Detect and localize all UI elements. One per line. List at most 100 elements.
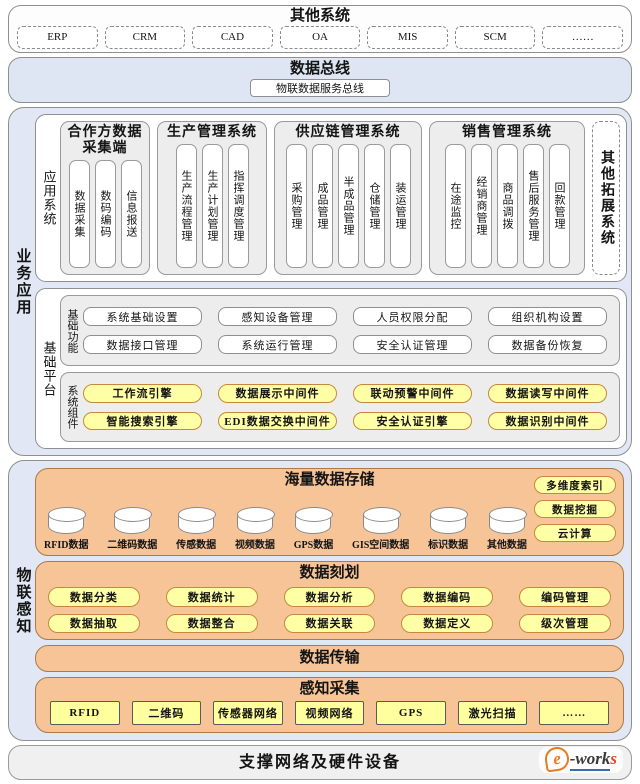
iot-data-service-bus: 物联数据服务总线 xyxy=(250,78,390,97)
system-components-panel: 系统组件 工作流引擎 数据展示中间件 联动预警中间件 数据读写中间件 智能搜索引… xyxy=(60,371,620,443)
database-label: RFID数据 xyxy=(44,540,89,552)
group-sales-management: 销售管理系统 在途监控 经销商管理 商品调拨 售后服务管理 回款管理 xyxy=(429,121,585,276)
database-cylinder-icon xyxy=(295,507,334,535)
function-button: 人员权限分配 xyxy=(353,307,472,327)
data-transmission-title: 数据传输 xyxy=(299,649,360,666)
characterize-pill: 编码管理 xyxy=(519,587,611,607)
database-row: RFID数据 二维码数据 传感数据 视频数据 GPS数据 xyxy=(42,490,529,551)
database-cylinder-icon xyxy=(236,507,275,535)
function-button: 组织机构设置 xyxy=(488,307,607,327)
component-pill: 数据展示中间件 xyxy=(218,383,337,403)
mass-data-storage-title: 海量数据存储 xyxy=(284,472,375,489)
database-other: 其他数据 xyxy=(487,490,527,551)
tag-cloud-computing: 云计算 xyxy=(534,524,616,543)
database-cylinder-icon xyxy=(488,507,527,535)
database-gis: GIS空间数据 xyxy=(352,490,409,551)
system-item-mis: MIS xyxy=(367,26,448,49)
base-platform-panel: 基础平台 基础功能 系统基础设置 感知设备管理 人员权限分配 组织机构设置 数据… xyxy=(35,288,627,450)
database-cylinder-icon xyxy=(178,507,217,535)
function-button: 系统运行管理 xyxy=(218,335,337,354)
data-bus-title: 数据总线 xyxy=(289,60,350,77)
database-qrcode: 二维码数据 xyxy=(107,490,157,551)
vertical-item: 成品管理 xyxy=(311,143,333,269)
vertical-item: 生产计划管理 xyxy=(201,143,223,269)
characterize-pill: 数据关联 xyxy=(283,613,376,634)
group-partner-data-collection: 合作方数据采集端 数据采集 数码编码 信息报送 xyxy=(60,121,150,276)
iot-content: 海量数据存储 RFID数据 二维码数据 传感数据 视频数据 xyxy=(35,468,624,734)
system-item-crm: CRM xyxy=(104,26,186,49)
vertical-item: 装运管理 xyxy=(389,143,411,269)
function-button: 数据备份恢复 xyxy=(488,335,607,354)
system-components-label: 系统组件 xyxy=(66,385,78,430)
collection-item-rfid: RFID xyxy=(50,700,120,726)
iot-perception-panel: 物联感知 海量数据存储 RFID数据 二维码数据 传感数据 视 xyxy=(8,460,632,742)
data-characterization-title: 数据刻划 xyxy=(299,565,360,582)
perception-collection-title: 感知采集 xyxy=(299,680,360,697)
other-systems-title: 其他系统 xyxy=(289,8,350,24)
component-pill: 智能搜索引擎 xyxy=(83,411,202,431)
database-label: 视频数据 xyxy=(234,540,275,552)
group-title: 供应链管理系统 xyxy=(295,125,401,141)
database-label: 标识数据 xyxy=(428,540,469,552)
business-application-label: 业务应用 xyxy=(14,247,31,316)
component-pill: 数据读写中间件 xyxy=(488,383,607,403)
data-transmission-bar: 数据传输 xyxy=(35,645,624,672)
characterize-pill: 级次管理 xyxy=(519,613,611,634)
group-supply-chain-management: 供应链管理系统 采购管理 成品管理 半成品管理 仓储管理 装运管理 xyxy=(274,121,422,276)
characterize-pill: 数据整合 xyxy=(165,613,258,634)
function-button: 系统基础设置 xyxy=(83,307,202,327)
vertical-item: 指挥调度管理 xyxy=(227,143,249,269)
application-systems-panel: 应用系统 合作方数据采集端 数据采集 数码编码 信息报送 生产管理系统 生产流程… xyxy=(35,114,627,283)
database-rfid: RFID数据 xyxy=(44,490,88,551)
vertical-item: 数据采集 xyxy=(68,159,90,269)
other-expansion-systems: 其他拓展系统 xyxy=(592,121,620,276)
system-item-erp: ERP xyxy=(17,26,98,49)
other-systems-panel: 其他系统 ERP CRM CAD OA MIS SCM …… xyxy=(8,5,632,53)
database-label: 传感数据 xyxy=(176,540,217,552)
perception-collection-row: RFID 二维码 传感器网络 视频网络 GPS 激光扫描 …… xyxy=(46,699,613,726)
group-items: 采购管理 成品管理 半成品管理 仓储管理 装运管理 xyxy=(279,143,417,269)
database-label: GIS空间数据 xyxy=(352,540,410,552)
database-identifier: 标识数据 xyxy=(428,490,469,552)
storage-side-tags: 多维度索引 数据挖掘 云计算 xyxy=(534,476,616,543)
vertical-item: 半成品管理 xyxy=(337,143,359,269)
database-gps: GPS数据 xyxy=(293,490,334,552)
collection-item-laser-scan: 激光扫描 xyxy=(457,700,528,726)
system-item-more: …… xyxy=(542,26,624,49)
vertical-item: 回款管理 xyxy=(548,143,570,269)
application-systems-groups: 合作方数据采集端 数据采集 数码编码 信息报送 生产管理系统 生产流程管理 生产… xyxy=(60,121,620,276)
business-content: 应用系统 合作方数据采集端 数据采集 数码编码 信息报送 生产管理系统 生产流程… xyxy=(35,114,627,450)
system-components-grid: 工作流引擎 数据展示中间件 联动预警中间件 数据读写中间件 智能搜索引擎 EDI… xyxy=(81,377,609,437)
database-label: 其他数据 xyxy=(486,540,527,552)
database-label: GPS数据 xyxy=(293,540,334,552)
mass-data-storage-panel: 海量数据存储 RFID数据 二维码数据 传感数据 视频数据 xyxy=(35,468,624,557)
database-cylinder-icon xyxy=(430,507,469,535)
vertical-item: 仓储管理 xyxy=(363,143,385,269)
database-cylinder-icon xyxy=(114,507,153,535)
business-application-panel: 业务应用 应用系统 合作方数据采集端 数据采集 数码编码 信息报送 生产管理系统… xyxy=(8,107,632,457)
function-button: 数据接口管理 xyxy=(83,335,202,354)
basic-functions-panel: 基础功能 系统基础设置 感知设备管理 人员权限分配 组织机构设置 数据接口管理 … xyxy=(60,295,620,366)
database-video: 视频数据 xyxy=(235,490,275,551)
perception-collection-panel: 感知采集 RFID 二维码 传感器网络 视频网络 GPS 激光扫描 …… xyxy=(35,676,624,734)
collection-item-qrcode: 二维码 xyxy=(131,700,202,726)
component-pill: EDI数据交换中间件 xyxy=(218,411,337,431)
group-items: 数据采集 数码编码 信息报送 xyxy=(65,159,145,269)
function-button: 安全认证管理 xyxy=(353,335,472,354)
basic-functions-label: 基础功能 xyxy=(66,308,78,353)
e-works-logo-s: s xyxy=(610,749,617,769)
group-title: 生产管理系统 xyxy=(167,125,257,141)
support-network-title: 支撑网络及硬件设备 xyxy=(238,754,401,772)
data-characterization-grid: 数据分类 数据统计 数据分析 数据编码 编码管理 数据抽取 数据整合 数据关联 … xyxy=(46,583,613,634)
data-characterization-panel: 数据刻划 数据分类 数据统计 数据分析 数据编码 编码管理 数据抽取 数据整合 … xyxy=(35,561,624,641)
vertical-item: 数码编码 xyxy=(94,159,116,269)
component-pill: 数据识别中间件 xyxy=(488,411,607,431)
basic-functions-grid: 系统基础设置 感知设备管理 人员权限分配 组织机构设置 数据接口管理 系统运行管… xyxy=(81,300,609,360)
database-sensor: 传感数据 xyxy=(176,490,217,552)
collection-item-video-network: 视频网络 xyxy=(294,700,365,726)
group-title: 销售管理系统 xyxy=(462,125,552,141)
collection-item-more: …… xyxy=(539,700,610,726)
characterize-pill: 数据分析 xyxy=(283,587,376,607)
vertical-item: 采购管理 xyxy=(285,143,307,269)
base-platform-content: 基础功能 系统基础设置 感知设备管理 人员权限分配 组织机构设置 数据接口管理 … xyxy=(60,295,620,443)
